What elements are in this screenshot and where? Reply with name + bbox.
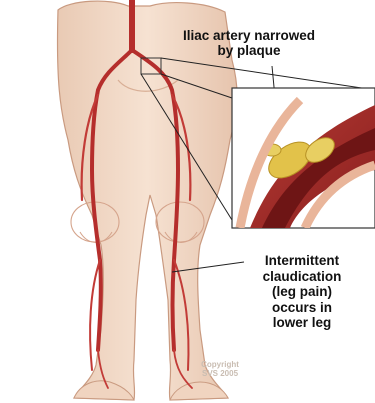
watermark-line: Copyright	[184, 360, 256, 369]
artery-callout-line: Iliac artery narrowed	[160, 28, 338, 43]
watermark-line: SVS 2005	[184, 369, 256, 378]
artery-callout: Iliac artery narrowed by plaque	[160, 28, 338, 58]
artery-callout-line: by plaque	[160, 43, 338, 58]
claudication-callout-line: lower leg	[242, 315, 362, 331]
claudication-callout-line: occurs in	[242, 300, 362, 316]
claudication-callout-line: claudication	[242, 269, 362, 285]
claudication-callout-line: (leg pain)	[242, 284, 362, 300]
claudication-callout: Intermittent claudication (leg pain) occ…	[242, 253, 362, 331]
plaque-inset	[232, 88, 375, 228]
claudication-callout-line: Intermittent	[242, 253, 362, 269]
copyright-watermark: Copyright SVS 2005	[184, 360, 256, 378]
